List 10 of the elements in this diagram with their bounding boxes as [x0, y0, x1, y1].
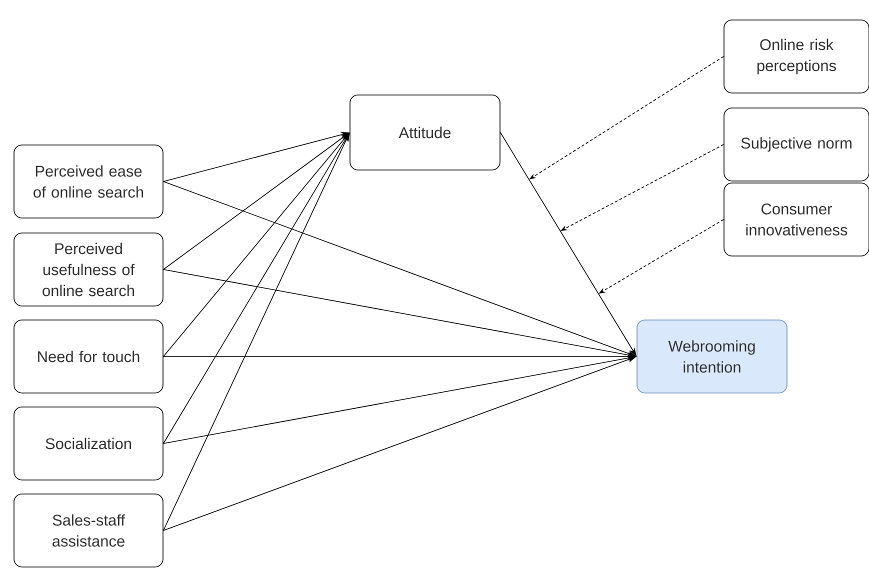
rounded-box: Consumer innovativeness [724, 182, 869, 256]
rounded-box: Subjective norm [724, 108, 869, 182]
highlighted-box: Webrooming intention [636, 320, 788, 394]
rounded-box: Need for touch [14, 320, 164, 394]
rounded-box: Perceived ease of online search [14, 144, 164, 218]
rounded-box: Perceived usefulness of online search [14, 232, 164, 306]
rounded-box: Socialization [14, 406, 164, 480]
rounded-box: Online risk perceptions [724, 20, 869, 94]
rounded-box: Sales-staff assistance [14, 494, 164, 568]
rounded-box: Attitude [350, 94, 500, 170]
